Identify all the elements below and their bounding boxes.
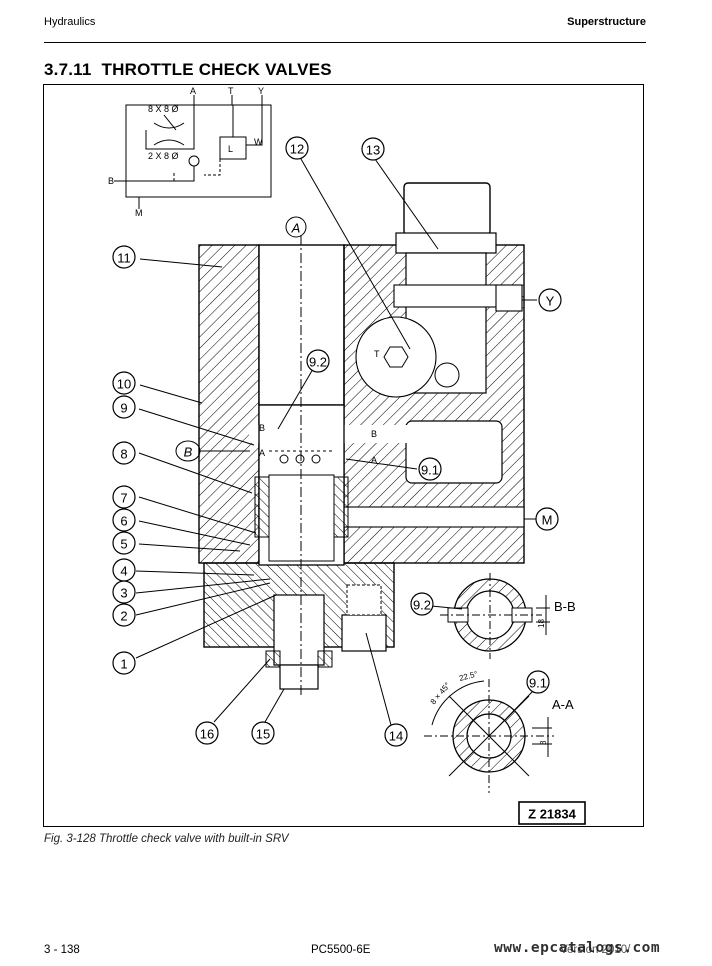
svg-text:8: 8 — [120, 447, 127, 462]
section-number: 3.7.11 — [44, 60, 92, 79]
svg-text:5: 5 — [120, 537, 127, 552]
figure-frame: A T Y B M 8 X 8 Ø 2 X 8 Ø L W — [43, 84, 644, 827]
svg-text:11: 11 — [117, 251, 131, 266]
schematic-port-a: A — [190, 86, 196, 96]
callout-14: 14 — [384, 723, 408, 747]
section-aa: 8 8 × 45° 22.5° A-A — [424, 669, 574, 793]
svg-text:9.2: 9.2 — [413, 598, 431, 613]
callout-9: 9 — [112, 395, 136, 419]
callout-16: 16 — [195, 721, 219, 745]
leader-lines — [135, 158, 537, 726]
port-b-label: B — [184, 445, 193, 460]
svg-text:3: 3 — [120, 586, 127, 601]
footer-version: Version 2010/ — [560, 944, 631, 956]
callout-6: 6 — [112, 508, 136, 532]
aa-dimension: 8 — [539, 740, 548, 745]
callout-9-1: 9.1 — [418, 457, 442, 481]
footer-model: PC5500-6E — [311, 944, 371, 956]
svg-text:2: 2 — [120, 609, 127, 624]
svg-text:6: 6 — [120, 514, 127, 529]
svg-text:12: 12 — [290, 142, 304, 157]
flow-label-b-right: B — [371, 429, 377, 439]
flow-label-b-left: B — [259, 423, 265, 433]
callout-bb-9-2: 9.2 — [410, 592, 434, 616]
svg-text:Y: Y — [546, 294, 555, 309]
schematic-valve-letter: L — [228, 144, 233, 154]
footer-page-number: 3 - 138 — [44, 944, 80, 956]
svg-text:9.1: 9.1 — [529, 676, 547, 691]
schematic-port-b: B — [108, 176, 114, 186]
svg-text:15: 15 — [256, 727, 270, 742]
callout-12: 12 — [285, 136, 309, 160]
drawing-id-box: Z 21834 — [518, 801, 586, 825]
svg-text:9: 9 — [120, 401, 127, 416]
bb-section-label: B-B — [554, 599, 576, 614]
callout-2: 2 — [112, 603, 136, 627]
schematic-port-m: M — [135, 208, 143, 218]
flow-label-a-left: A — [259, 448, 265, 458]
port-a-label: A — [291, 221, 301, 236]
hydraulic-schematic: A T Y B M 8 X 8 Ø 2 X 8 Ø L W — [108, 86, 272, 218]
aa-angle: 22.5° — [458, 669, 478, 683]
schematic-port-y: Y — [258, 86, 264, 96]
header-section: Superstructure — [567, 16, 646, 28]
svg-text:1: 1 — [120, 657, 127, 672]
figure-caption: Fig. 3-128 Throttle check valve with bui… — [44, 833, 289, 845]
watermark: www.epcatalogs.com — [494, 940, 661, 956]
callout-15: 15 — [251, 721, 275, 745]
callout-8: 8 — [112, 441, 136, 465]
svg-text:16: 16 — [200, 727, 214, 742]
callout-aa-9-1: 9.1 — [526, 670, 550, 694]
aa-angle-count: 8 × 45° — [429, 681, 452, 706]
callout-y: Y — [538, 288, 562, 312]
callout-3: 3 — [112, 580, 136, 604]
section-title: 3.7.11 THROTTLE CHECK VALVES — [44, 60, 332, 80]
svg-text:9.1: 9.1 — [421, 463, 439, 478]
aa-section-label: A-A — [552, 697, 574, 712]
callout-1: 1 — [112, 651, 136, 675]
bb-dimension: 18 — [537, 619, 546, 628]
svg-text:9.2: 9.2 — [309, 355, 327, 370]
plug-label-t: T — [374, 349, 380, 359]
schematic-orifice-bottom: 2 X 8 Ø — [148, 151, 179, 161]
callout-10: 10 — [112, 371, 136, 395]
svg-text:7: 7 — [120, 491, 127, 506]
callout-13: 13 — [361, 137, 385, 161]
section-bb: 18 B-B — [440, 573, 576, 659]
header-rule — [44, 42, 646, 43]
throttle-check-valve-drawing: A T Y B M 8 X 8 Ø 2 X 8 Ø L W — [108, 86, 586, 825]
callout-5: 5 — [112, 531, 136, 555]
svg-text:4: 4 — [120, 564, 127, 579]
svg-text:M: M — [542, 513, 553, 528]
valve-body: T — [175, 182, 525, 695]
svg-text:13: 13 — [366, 143, 380, 158]
callout-7: 7 — [112, 485, 136, 509]
svg-text:10: 10 — [117, 377, 131, 392]
callout-4: 4 — [112, 558, 136, 582]
callout-11: 11 — [112, 245, 136, 269]
svg-text:14: 14 — [389, 729, 403, 744]
flow-label-a-right: A — [371, 455, 377, 465]
schematic-spring-letter: W — [254, 137, 263, 147]
schematic-orifice-top: 8 X 8 Ø — [148, 104, 179, 114]
header-chapter: Hydraulics — [44, 16, 96, 28]
callout-9-2: 9.2 — [306, 349, 330, 373]
callout-m: M — [535, 507, 559, 531]
section-title-text: THROTTLE CHECK VALVES — [101, 60, 332, 79]
schematic-port-t: T — [228, 86, 234, 96]
drawing-id: Z 21834 — [528, 807, 576, 822]
